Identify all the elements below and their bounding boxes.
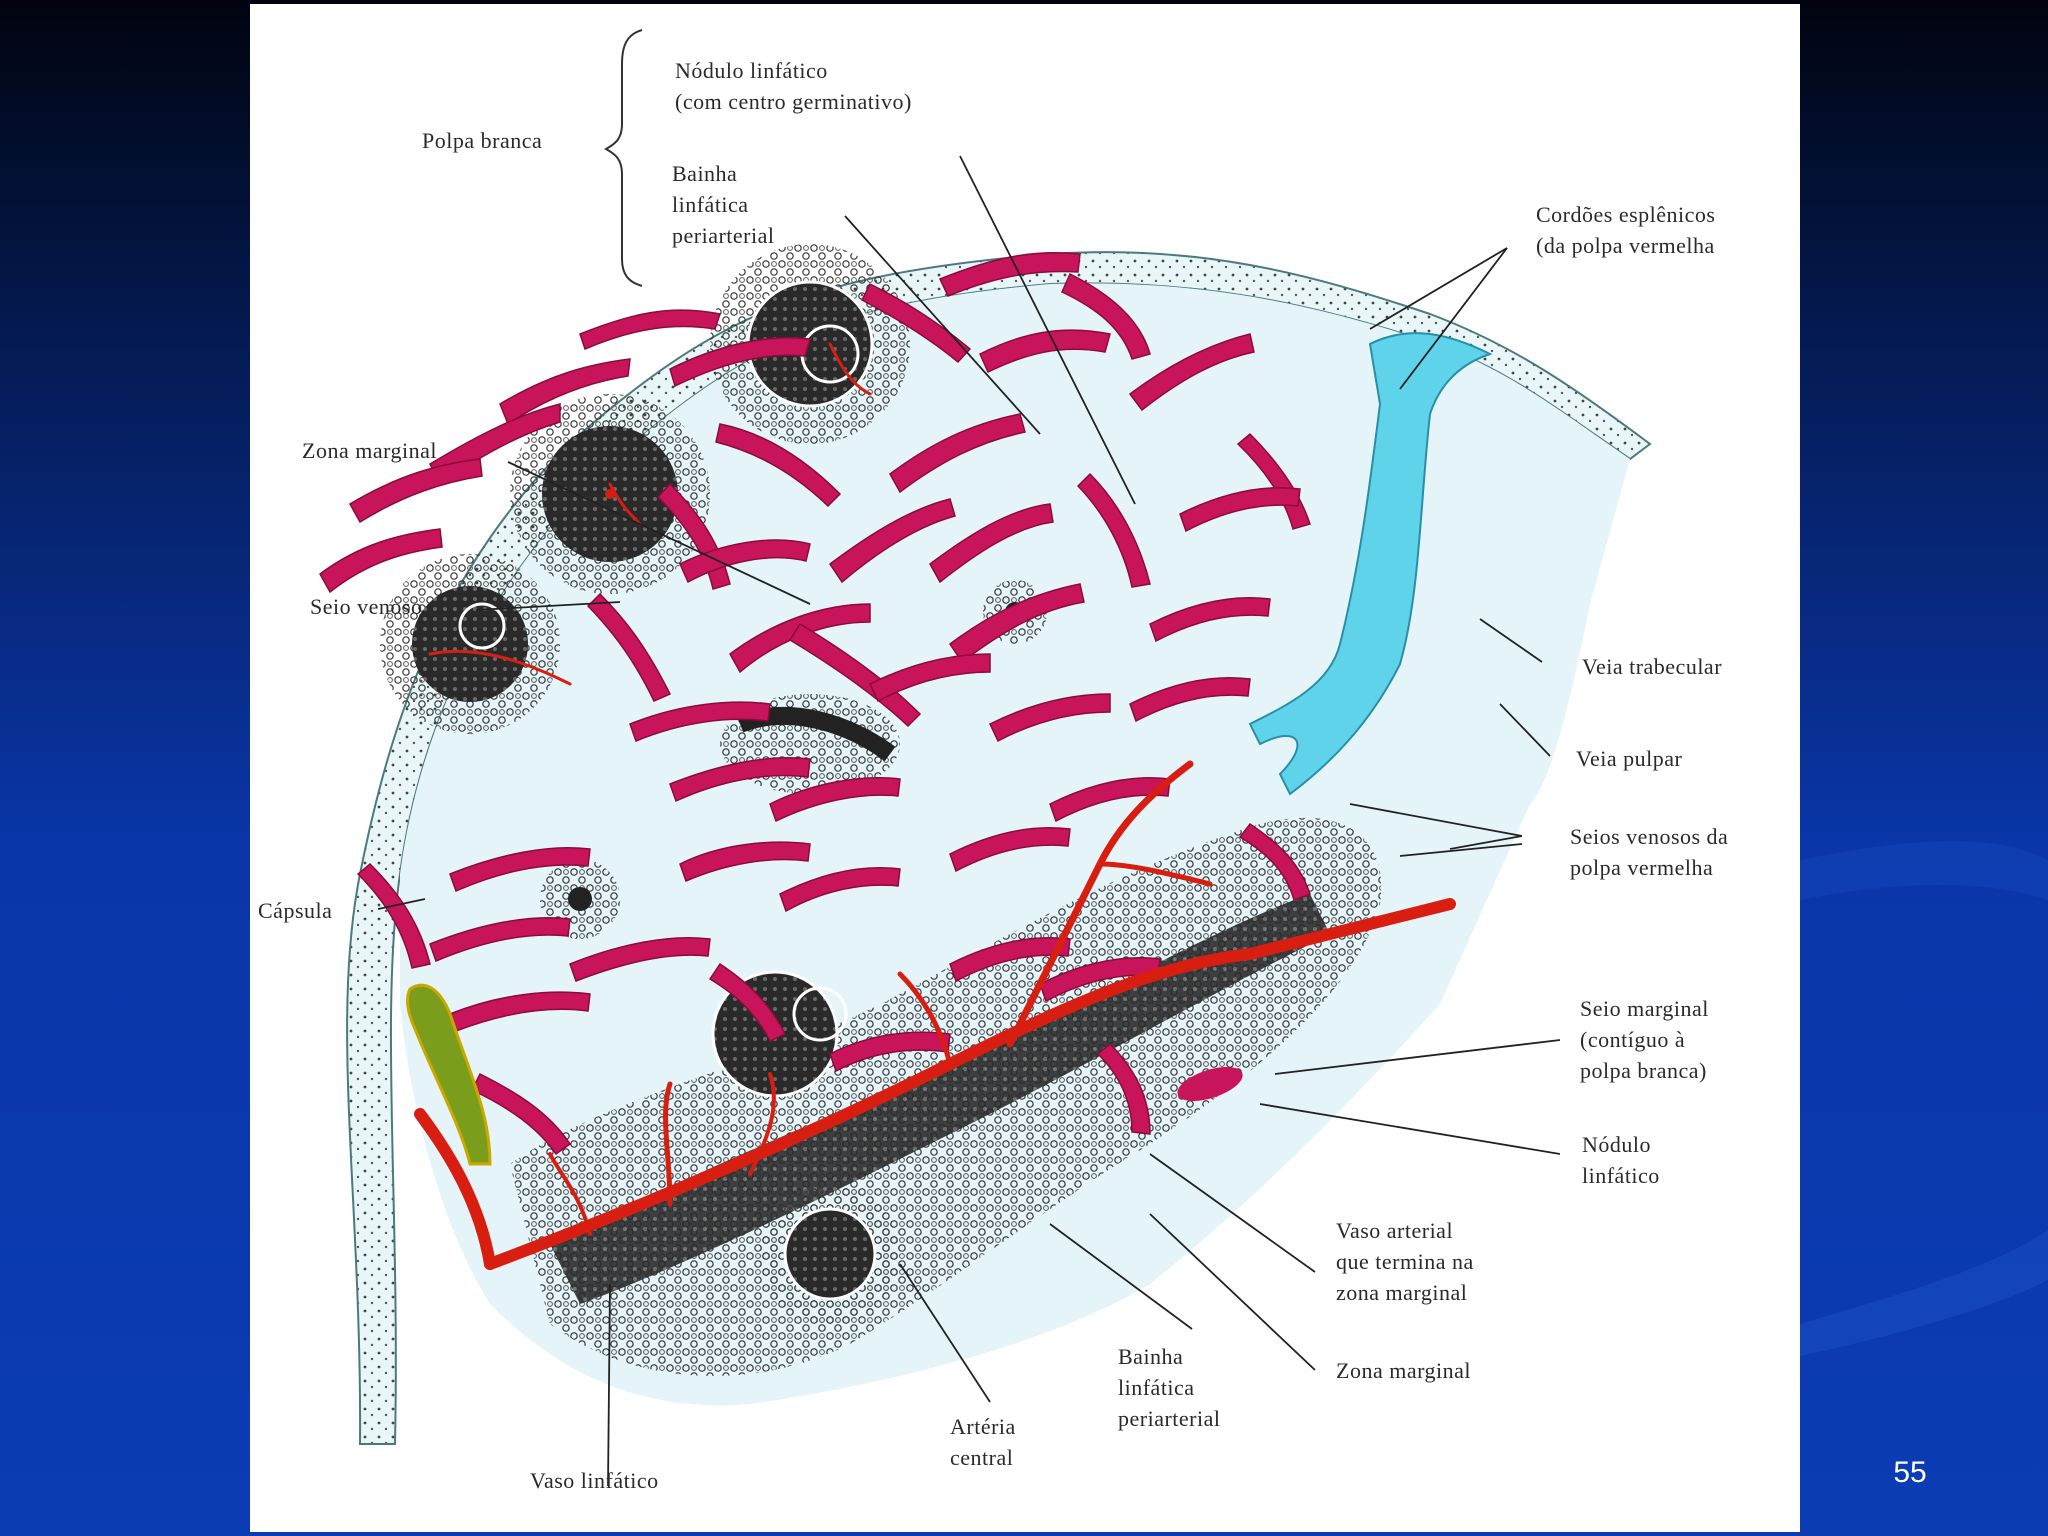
label-veia-pulpar: Veia pulpar	[1576, 744, 1682, 775]
label-zona-marginal-left: Zona marginal	[302, 436, 437, 467]
label-capsula: Cápsula	[258, 896, 332, 927]
slide-number: 55	[1880, 1456, 1940, 1490]
label-polpa-branca: Polpa branca	[422, 126, 542, 157]
spleen-diagram: Polpa branca Nódulo linfático(com centro…	[250, 4, 1800, 1532]
label-veia-trabecular: Veia trabecular	[1582, 652, 1722, 683]
label-zona-marginal-bottom: Zona marginal	[1336, 1356, 1471, 1387]
label-nodulo-germinativo: Nódulo linfático(com centro germinativo)	[675, 56, 912, 118]
label-vaso-linfatico: Vaso linfático	[530, 1466, 659, 1497]
white-pulp-bracket	[606, 30, 642, 286]
nodule-far-left	[380, 554, 560, 734]
label-seio-venoso: Seio venoso	[310, 592, 422, 623]
nodule-bottom-left	[760, 1184, 900, 1324]
label-cordoes: Cordões esplênicos(da polpa vermelha	[1536, 200, 1715, 262]
